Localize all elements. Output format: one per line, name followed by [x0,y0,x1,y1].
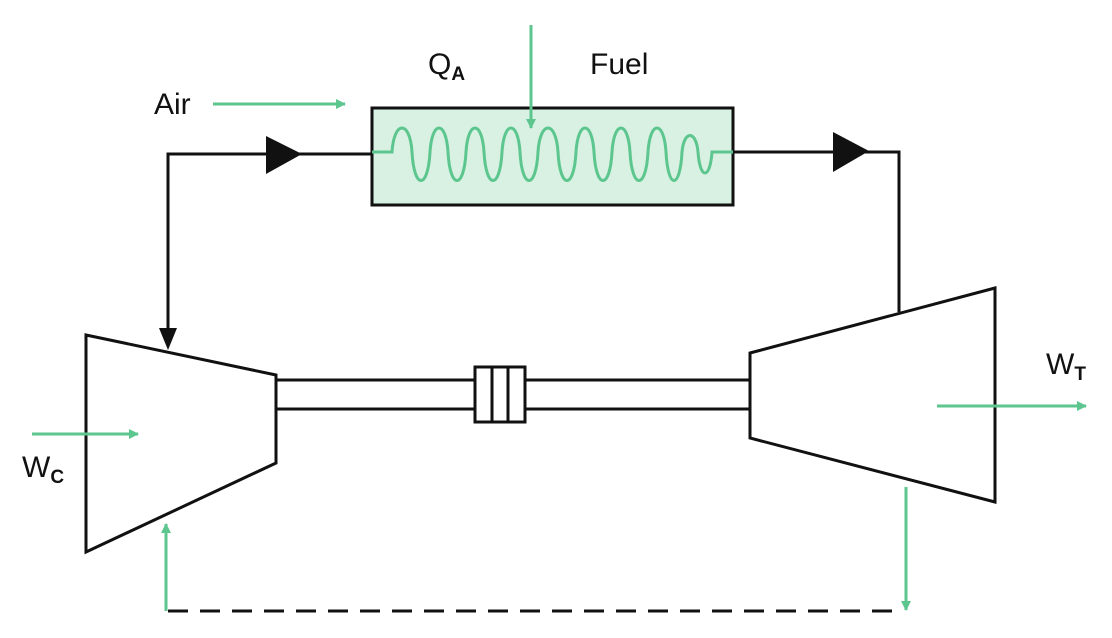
fuel-label: Fuel [590,48,648,81]
turbine-work-label: WT [1046,348,1086,385]
compressor-work-subscript: C [50,467,64,488]
flow-line-compressor-to-combustor [166,152,372,336]
compressor-work-symbol: W [22,451,51,484]
flow-arrowhead-into-compressor [159,328,177,350]
heat-added-symbol: Q [428,48,451,81]
flow-arrowhead-to-combustor [266,136,302,174]
compressor-work-label: WC [22,451,64,488]
combustor-box [370,106,735,207]
combustor-coil [372,126,733,182]
turbine-work-symbol: W [1046,348,1075,381]
flow-line-combustor-to-turbine [733,150,901,312]
turbine [748,286,997,504]
heat-added-subscript: A [451,64,465,85]
turbine-work-subscript: T [1074,364,1086,385]
compressor [84,333,278,555]
shaft-coupling [473,365,527,424]
heat-added-label: QA [428,48,465,85]
flow-arrowhead-to-turbine [833,132,869,172]
air-label: Air [154,88,191,121]
